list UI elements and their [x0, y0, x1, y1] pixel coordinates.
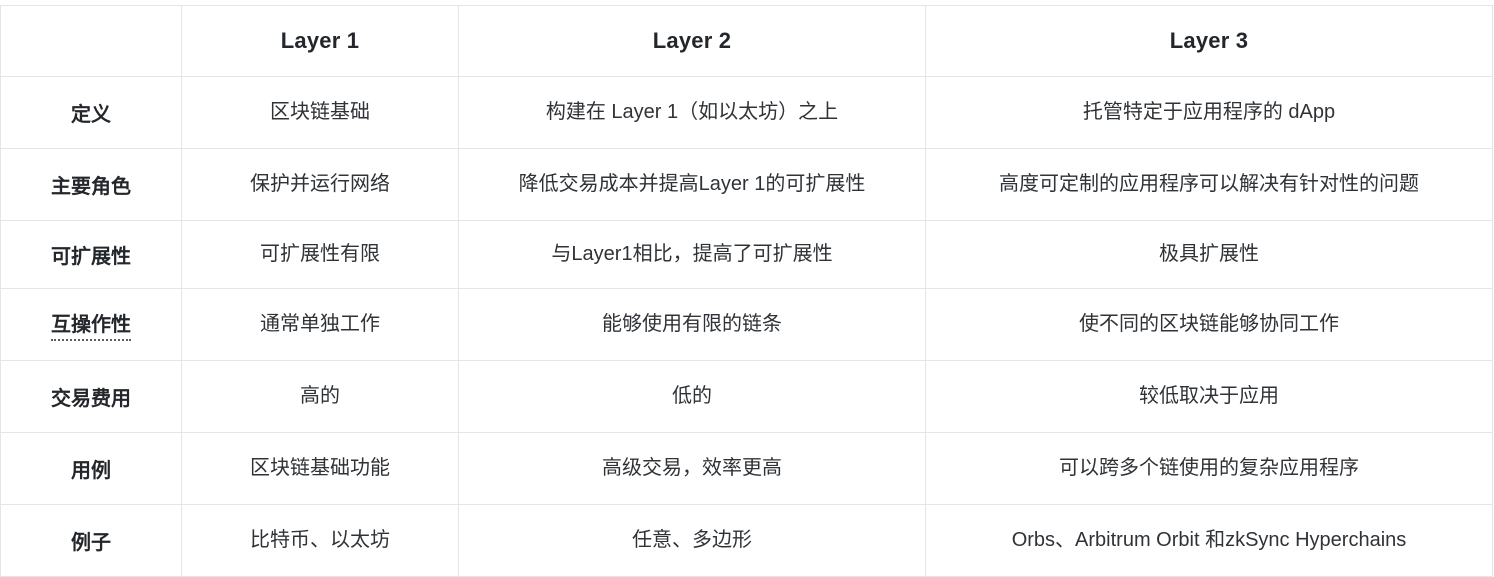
table-row: 可扩展性 可扩展性有限 与Layer1相比，提高了可扩展性 极具扩展性	[0, 220, 1493, 289]
cell-interoperability-layer-3: 使不同的区块链能够协同工作	[925, 288, 1493, 361]
cell-main-role-layer-1: 保护并运行网络	[181, 148, 459, 221]
layer-comparison-table: Layer 1 Layer 2 Layer 3 定义 区块链基础 构建在 Lay…	[0, 5, 1493, 577]
table-row: 例子 比特币、以太坊 任意、多边形 Orbs、Arbitrum Orbit 和z…	[0, 504, 1493, 577]
row-label-interoperability: 互操作性	[0, 288, 182, 361]
column-header-layer-3: Layer 3	[925, 5, 1493, 77]
table-row: 用例 区块链基础功能 高级交易，效率更高 可以跨多个链使用的复杂应用程序	[0, 432, 1493, 505]
row-label-use-case: 用例	[0, 432, 182, 505]
cell-scalability-layer-3: 极具扩展性	[925, 220, 1493, 289]
cell-interoperability-layer-2: 能够使用有限的链条	[458, 288, 926, 361]
cell-scalability-layer-2: 与Layer1相比，提高了可扩展性	[458, 220, 926, 289]
cell-examples-layer-1: 比特币、以太坊	[181, 504, 459, 577]
cell-definition-layer-2: 构建在 Layer 1（如以太坊）之上	[458, 76, 926, 149]
cell-transaction-fees-layer-2: 低的	[458, 360, 926, 433]
column-header-layer-1: Layer 1	[181, 5, 459, 77]
row-label-transaction-fees: 交易费用	[0, 360, 182, 433]
cell-use-case-layer-3: 可以跨多个链使用的复杂应用程序	[925, 432, 1493, 505]
row-label-examples: 例子	[0, 504, 182, 577]
cell-examples-layer-3: Orbs、Arbitrum Orbit 和zkSync Hyperchains	[925, 504, 1493, 577]
cell-main-role-layer-3: 高度可定制的应用程序可以解决有针对性的问题	[925, 148, 1493, 221]
row-label-definition: 定义	[0, 76, 182, 149]
table-header-row: Layer 1 Layer 2 Layer 3	[0, 5, 1493, 77]
table-row: 交易费用 高的 低的 较低取决于应用	[0, 360, 1493, 433]
cell-examples-layer-2: 任意、多边形	[458, 504, 926, 577]
cell-definition-layer-3: 托管特定于应用程序的 dApp	[925, 76, 1493, 149]
cell-transaction-fees-layer-3: 较低取决于应用	[925, 360, 1493, 433]
cell-scalability-layer-1: 可扩展性有限	[181, 220, 459, 289]
table-row: 互操作性 通常单独工作 能够使用有限的链条 使不同的区块链能够协同工作	[0, 288, 1493, 361]
cell-use-case-layer-1: 区块链基础功能	[181, 432, 459, 505]
cell-transaction-fees-layer-1: 高的	[181, 360, 459, 433]
cell-main-role-layer-2: 降低交易成本并提高Layer 1的可扩展性	[458, 148, 926, 221]
row-label-main-role: 主要角色	[0, 148, 182, 221]
cell-use-case-layer-2: 高级交易，效率更高	[458, 432, 926, 505]
row-label-interoperability-text: 互操作性	[51, 308, 131, 341]
cell-definition-layer-1: 区块链基础	[181, 76, 459, 149]
table-header: Layer 1 Layer 2 Layer 3	[0, 5, 1493, 77]
table-corner-cell	[0, 5, 182, 77]
table-row: 主要角色 保护并运行网络 降低交易成本并提高Layer 1的可扩展性 高度可定制…	[0, 148, 1493, 221]
cell-interoperability-layer-1: 通常单独工作	[181, 288, 459, 361]
table-row: 定义 区块链基础 构建在 Layer 1（如以太坊）之上 托管特定于应用程序的 …	[0, 76, 1493, 149]
column-header-layer-2: Layer 2	[458, 5, 926, 77]
row-label-scalability: 可扩展性	[0, 220, 182, 289]
table-body: 定义 区块链基础 构建在 Layer 1（如以太坊）之上 托管特定于应用程序的 …	[0, 76, 1493, 577]
